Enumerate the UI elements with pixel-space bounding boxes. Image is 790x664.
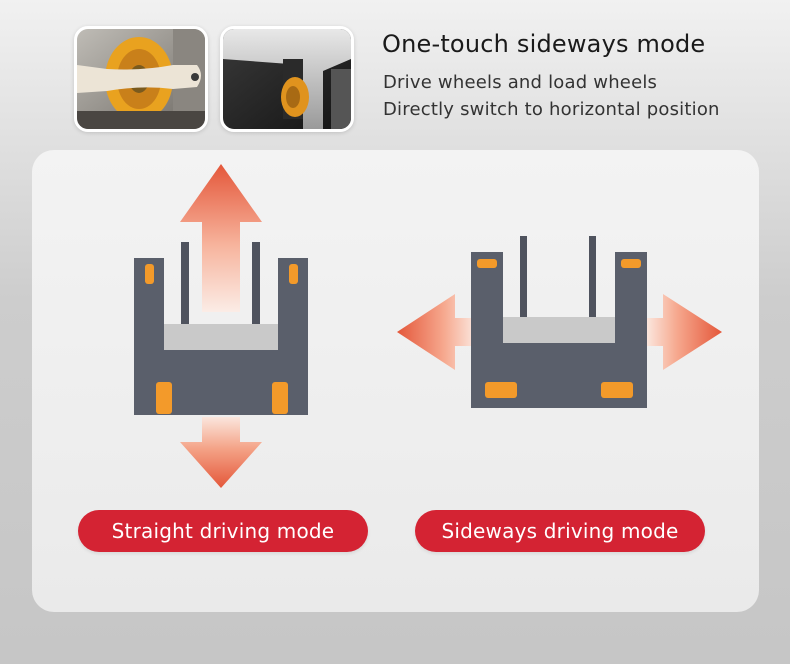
mast-bar-icon xyxy=(503,317,615,343)
arrow-left-icon xyxy=(397,294,475,370)
load-wheel-right-icon xyxy=(289,264,298,284)
sideways-mode-label: Sideways driving mode xyxy=(415,510,705,552)
load-wheel-photo xyxy=(220,26,354,132)
load-wheel-left-icon xyxy=(477,259,497,268)
drive-wheel-photo xyxy=(74,26,208,132)
subtitle-line-1: Drive wheels and load wheels xyxy=(383,72,658,93)
drive-wheel-left-icon xyxy=(156,382,172,414)
mast-bar-icon xyxy=(164,324,278,350)
mode-comparison-panel: Straight driving mode Sideways driving m… xyxy=(32,150,759,612)
sideways-mode-diagram xyxy=(397,236,722,408)
straight-mode-diagram xyxy=(134,164,308,488)
arrow-right-icon xyxy=(647,294,722,370)
load-wheel-left-icon xyxy=(145,264,154,284)
fork-right-icon xyxy=(589,236,596,317)
fork-right-icon xyxy=(252,242,260,324)
subtitle-line-2: Directly switch to horizontal position xyxy=(383,99,720,120)
drive-wheel-right-icon xyxy=(272,382,288,414)
load-wheel-image xyxy=(223,29,351,129)
arrow-up-icon xyxy=(180,164,262,312)
fork-left-icon xyxy=(181,242,189,324)
arrow-down-icon xyxy=(180,417,262,488)
fork-left-icon xyxy=(520,236,527,317)
page-title: One-touch sideways mode xyxy=(382,30,706,58)
drive-wheel-right-icon xyxy=(601,382,633,398)
load-wheel-right-icon xyxy=(621,259,641,268)
drive-wheel-left-icon xyxy=(485,382,517,398)
drive-wheel-image xyxy=(77,29,205,129)
straight-mode-label: Straight driving mode xyxy=(78,510,368,552)
